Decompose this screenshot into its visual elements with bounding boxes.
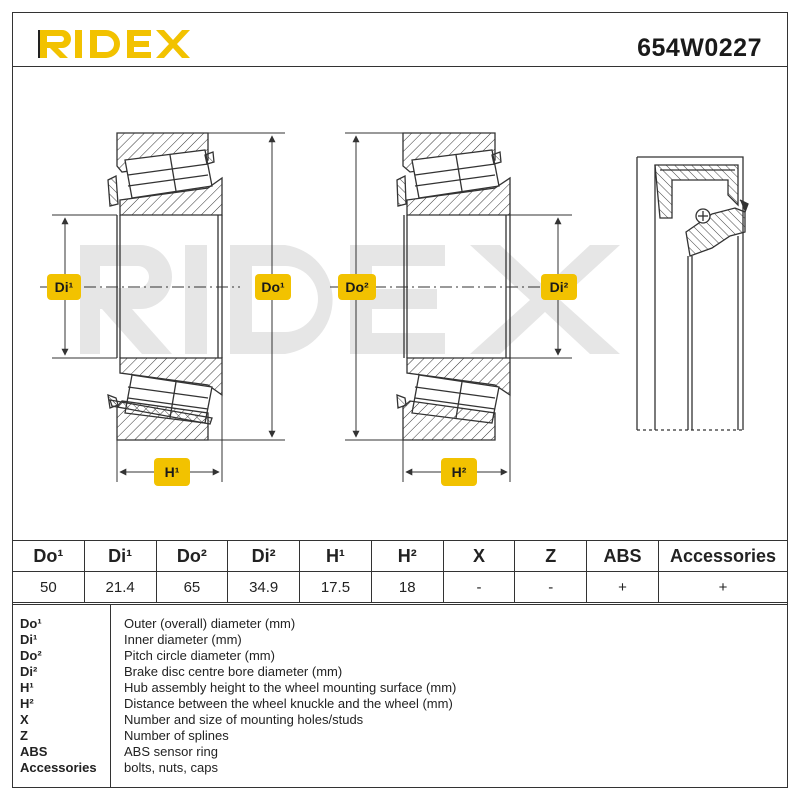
do2-badge: Do² — [338, 274, 376, 300]
legend-key: Di² — [20, 664, 38, 679]
spec-header-do1: Do¹ — [12, 540, 85, 572]
h2-badge: H² — [441, 458, 477, 486]
legend-row: ABS ABS sensor ring — [12, 744, 788, 760]
technical-drawing: Di¹ Do¹ H¹ — [40, 132, 749, 486]
legend-row: Accessories bolts, nuts, caps — [12, 760, 788, 776]
spec-header-x: X — [442, 540, 516, 572]
spec-value-h2: 18 — [370, 571, 444, 603]
legend-desc: bolts, nuts, caps — [124, 760, 218, 775]
spec-value-di1: 21.4 — [83, 571, 157, 603]
spec-value-di2: 34.9 — [227, 571, 301, 603]
legend-desc: Inner diameter (mm) — [124, 632, 242, 647]
legend-key: Accessories — [20, 760, 97, 775]
spec-header-z: Z — [514, 540, 588, 572]
spec-header-di2: Di² — [227, 540, 301, 572]
legend-key: H² — [20, 696, 34, 711]
legend-row: Z Number of splines — [12, 728, 788, 744]
bearing-middle-section — [396, 132, 511, 441]
spec-value-x: - — [442, 571, 516, 603]
seal-detail-section — [636, 156, 749, 431]
h2-label: H² — [452, 464, 467, 480]
legend-key: Di¹ — [20, 632, 38, 647]
legend-key: Z — [20, 728, 28, 743]
spec-value-accessories: + — [658, 571, 788, 603]
legend-key: ABS — [20, 744, 48, 759]
legend-row: X Number and size of mounting holes/studs — [12, 712, 788, 728]
do1-label: Do¹ — [261, 279, 285, 295]
spec-table-header-row: Do¹ Di¹ Do² Di² H¹ H² X Z ABS Accessorie… — [12, 540, 788, 572]
di2-badge: Di² — [541, 274, 577, 300]
di1-label: Di¹ — [55, 279, 74, 295]
legend-key: H¹ — [20, 680, 34, 695]
spec-value-do1: 50 — [12, 571, 85, 603]
spec-header-do2: Do² — [155, 540, 229, 572]
di2-label: Di² — [550, 279, 569, 295]
spec-header-h2: H² — [370, 540, 444, 572]
legend-desc: ABS sensor ring — [124, 744, 218, 759]
legend: Do¹ Outer (overall) diameter (mm) Di¹ Inne… — [12, 604, 788, 788]
h1-badge: H¹ — [154, 458, 190, 486]
legend-key: X — [20, 712, 29, 727]
spec-value-h1: 17.5 — [299, 571, 372, 603]
bearing-left-section — [107, 132, 223, 441]
legend-desc: Brake disc centre bore diameter (mm) — [124, 664, 343, 679]
legend-desc: Number and size of mounting holes/studs — [124, 712, 364, 727]
legend-row: Do¹ Outer (overall) diameter (mm) — [12, 616, 788, 632]
legend-key: Do¹ — [20, 616, 42, 631]
h1-label: H¹ — [165, 464, 180, 480]
spec-header-di1: Di¹ — [83, 540, 157, 572]
ridex-logo — [38, 30, 190, 58]
do1-badge: Do¹ — [255, 274, 291, 300]
legend-row: Di¹ Inner diameter (mm) — [12, 632, 788, 648]
legend-divider — [110, 605, 111, 788]
spec-header-accessories: Accessories — [658, 540, 788, 572]
spec-value-do2: 65 — [155, 571, 229, 603]
page-frame — [12, 12, 788, 788]
legend-desc: Outer (overall) diameter (mm) — [124, 616, 296, 631]
legend-row: Di² Brake disc centre bore diameter (mm) — [12, 664, 788, 680]
legend-row: H² Distance between the wheel knuckle and… — [12, 696, 788, 712]
di1-badge: Di¹ — [47, 274, 81, 300]
legend-key: Do² — [20, 648, 42, 663]
spec-value-abs: + — [586, 571, 659, 603]
spec-header-h1: H¹ — [299, 540, 372, 572]
spec-header-abs: ABS — [586, 540, 659, 572]
do2-label: Do² — [345, 279, 369, 295]
spec-value-z: - — [514, 571, 588, 603]
header: 654W0227 — [12, 12, 788, 67]
legend-desc: Pitch circle diameter (mm) — [124, 648, 275, 663]
part-number: 654W0227 — [637, 34, 762, 62]
legend-desc: Distance between the wheel knuckle and t… — [124, 696, 453, 711]
legend-desc: Number of splines — [124, 728, 229, 743]
legend-row: Do² Pitch circle diameter (mm) — [12, 648, 788, 664]
legend-row: H¹ Hub assembly height to the wheel mount… — [12, 680, 788, 696]
legend-desc: Hub assembly height to the wheel mountin… — [124, 680, 457, 695]
spec-table-value-row: 50 21.4 65 34.9 17.5 18 - - + + — [12, 571, 788, 603]
spec-table: Do¹ Di¹ Do² Di² H¹ H² X Z ABS Accessorie… — [12, 540, 788, 603]
